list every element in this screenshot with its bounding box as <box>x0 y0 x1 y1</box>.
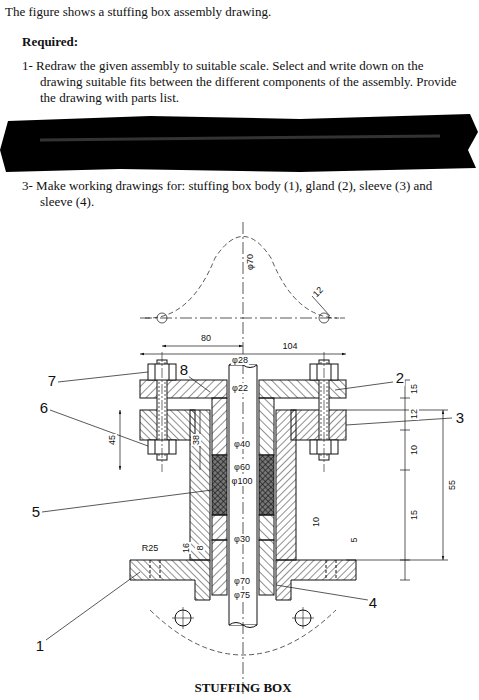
callout-number: 8 <box>179 362 189 378</box>
dimension-text: φ70 <box>233 576 251 586</box>
callout-number: 2 <box>395 370 405 386</box>
callout-number: 4 <box>368 595 378 611</box>
dimension-text: φ30 <box>233 534 251 544</box>
dimension-text: R25 <box>141 543 160 553</box>
instruction-text: 1- Redraw the given assembly to suitable… <box>22 58 467 106</box>
heading-text: The figure shows a stuffing box assembly… <box>5 4 475 20</box>
dimension-text: 104 <box>281 341 298 351</box>
dimension-text: φ100 <box>231 476 254 486</box>
dimension-text: φ22 <box>231 383 249 393</box>
callout-number: 3 <box>455 410 465 426</box>
dimension-text: 16 <box>181 542 191 554</box>
dimension-text: 10 <box>311 516 321 528</box>
instruction-text: 3- Make working drawings for: stuffing b… <box>22 178 467 210</box>
dimension-text: 55 <box>447 479 457 491</box>
section-heading: Required: <box>22 34 322 50</box>
callout-number: 6 <box>39 400 49 416</box>
callout-number: 7 <box>47 373 57 389</box>
dimension-text: 12 <box>310 284 326 300</box>
dimension-text: 10 <box>409 444 419 456</box>
dimension-text: 45 <box>107 434 117 446</box>
dimension-text: 8 <box>195 544 205 551</box>
dimension-text: 15 <box>409 509 419 521</box>
dimension-text: φ60 <box>233 462 251 472</box>
dimension-text: φ28 <box>231 355 249 365</box>
dimension-text: 15 <box>409 383 419 395</box>
dimension-text: φ40 <box>233 439 251 449</box>
dimension-text: 5 <box>349 536 359 543</box>
dimension-text: φ75 <box>233 590 251 600</box>
drawing-caption: STUFFING BOX <box>194 680 291 696</box>
callout-number: 5 <box>31 504 41 520</box>
dimension-text: 12 <box>409 408 419 420</box>
callout-number: 1 <box>35 638 45 654</box>
dimension-text: φ70 <box>245 253 255 271</box>
dimension-text: 80 <box>200 333 212 343</box>
dimension-text: 38 <box>191 434 201 446</box>
